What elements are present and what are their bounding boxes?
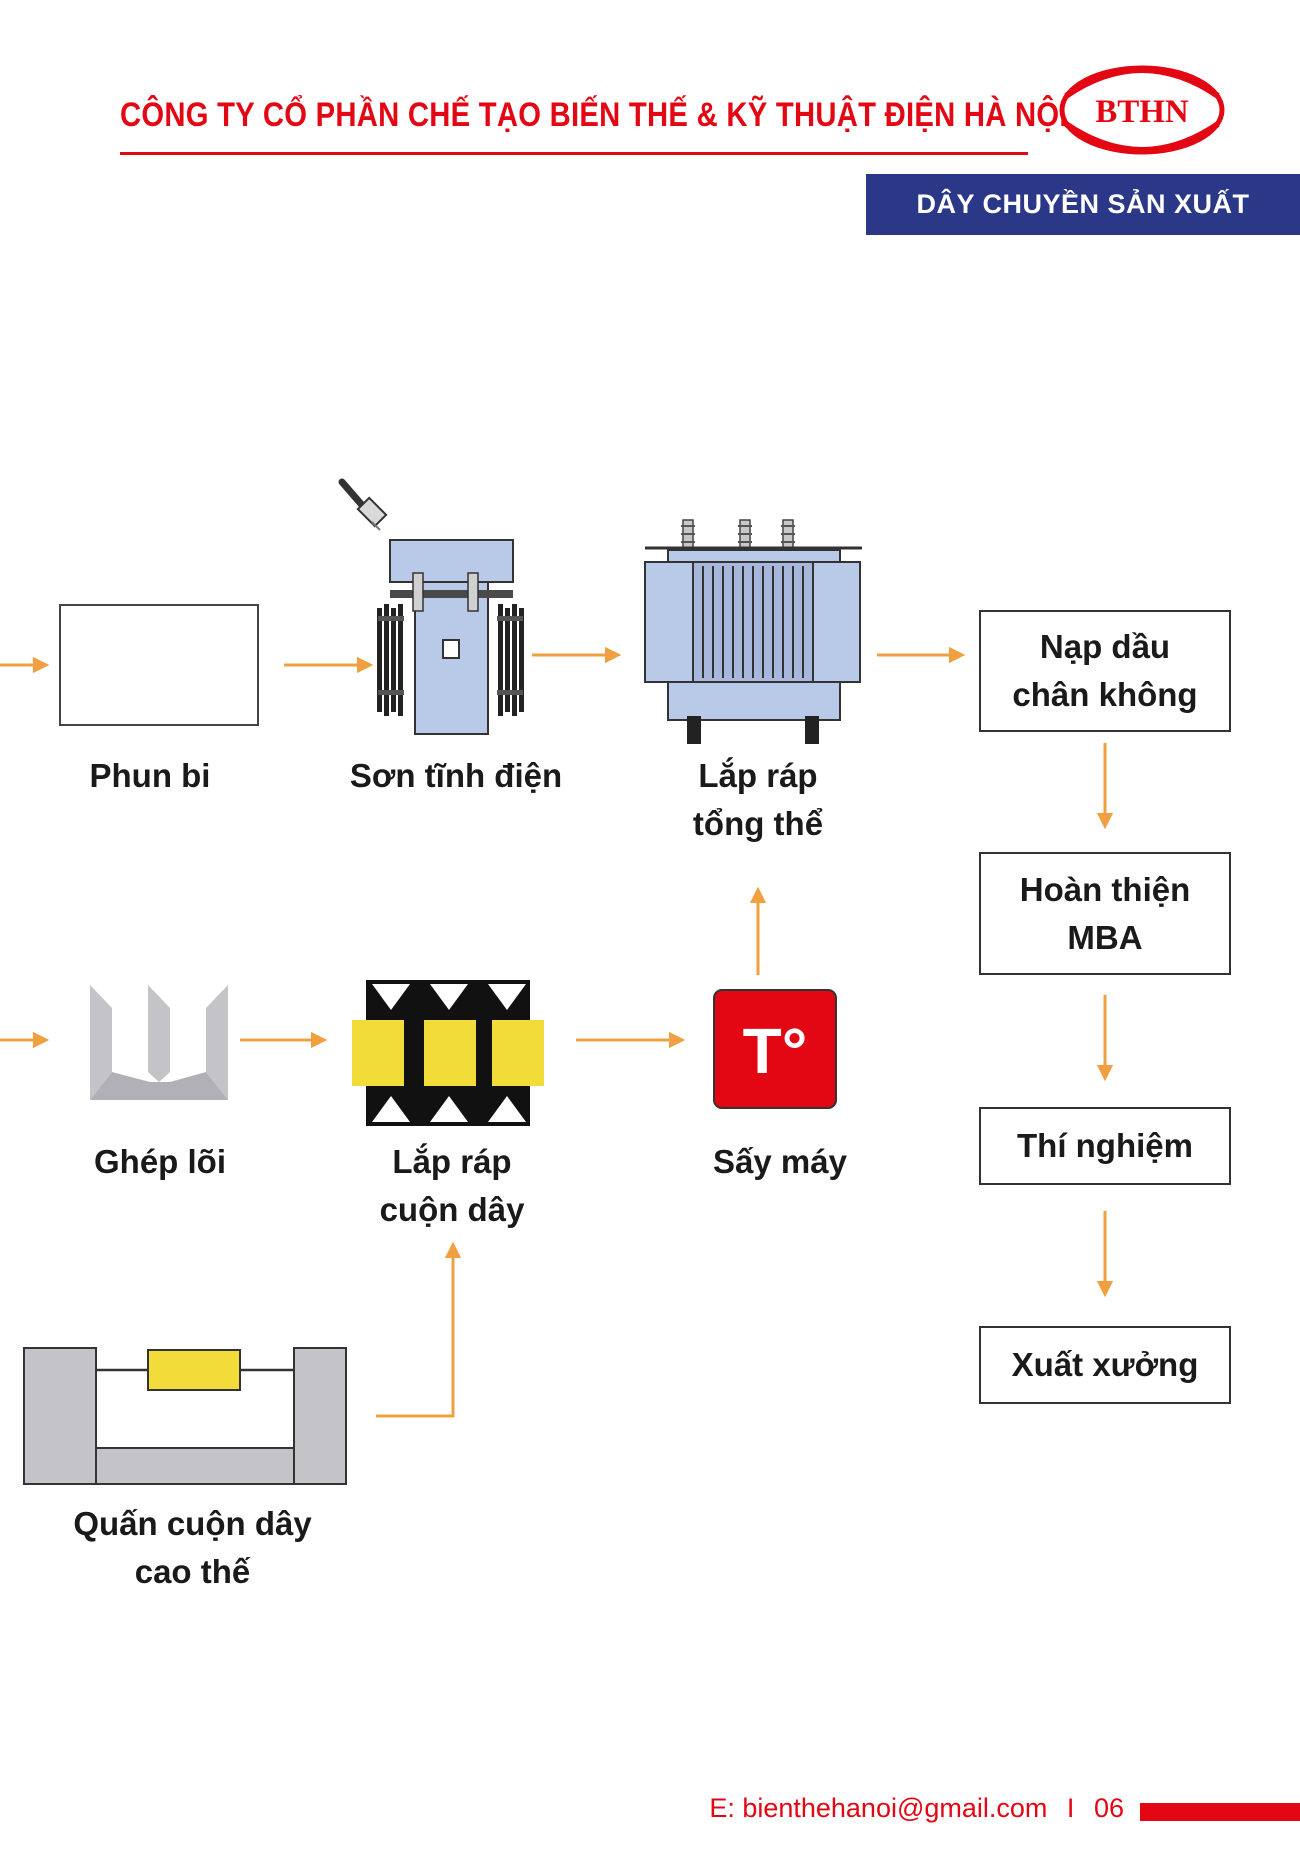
flow-arrows [0, 646, 1114, 1418]
label-ghep-loi: Ghép lõi [94, 1143, 226, 1180]
bthn-logo: BTHN [1059, 65, 1225, 155]
logo-text: BTHN [1095, 94, 1189, 130]
dryer-label: T° [743, 1015, 808, 1087]
label-lap-rap-tong-the: Lắp ráp tổng thể [692, 757, 824, 842]
title-underline [120, 152, 1028, 155]
section-banner: DÂY CHUYỀN SẢN XUẤT [866, 174, 1300, 235]
footer-bar [1140, 1803, 1300, 1821]
page-number: 06 [1093, 1793, 1124, 1823]
label-lap-rap-cuon-day: Lắp ráp cuộn dây [379, 1143, 525, 1228]
winding-machine-icon [23, 1347, 347, 1485]
label-son-tinh-dien: Sơn tĩnh điện [349, 757, 563, 794]
step-box-xuat-xuong: Xuất xưởng [979, 1326, 1231, 1404]
footer-contact: E: bienthehanoi@gmail.com I 06 [709, 1793, 1124, 1824]
footer-email: E: bienthehanoi@gmail.com [709, 1793, 1048, 1823]
painted-transformer-icon [377, 539, 524, 735]
coil-assembly-icon [352, 980, 544, 1126]
footer-separator: I [1066, 1793, 1075, 1823]
phun-bi-image [59, 604, 259, 726]
step-box-hoan-thien: Hoàn thiện MBA [979, 852, 1231, 975]
step-box-thi-nghiem: Thí nghiệm [979, 1107, 1231, 1185]
dryer-icon: T° [713, 989, 837, 1109]
label-phun-bi: Phun bi [89, 757, 211, 794]
label-quan-cuon-day: Quấn cuộn dây cao thế [73, 1505, 312, 1590]
arrow-quan-to-cuon-day [376, 1241, 462, 1418]
spray-gun-icon [338, 478, 388, 531]
label-say-may: Sấy máy [713, 1143, 847, 1180]
core-stacking-icon [90, 985, 228, 1100]
assembled-transformer-icon [644, 519, 862, 744]
step-box-nap-dau: Nạp dầu chân không [979, 610, 1231, 732]
